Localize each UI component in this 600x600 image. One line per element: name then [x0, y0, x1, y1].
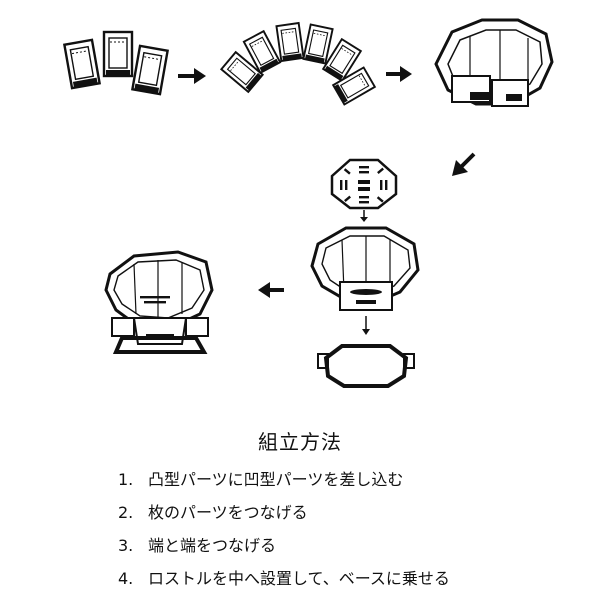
- arrow-down-left-icon: [452, 152, 476, 176]
- final-assembled-stove: [104, 250, 214, 354]
- step-number: 1.: [118, 470, 134, 489]
- step-text: 枚のパーツをつなげる: [148, 503, 308, 522]
- step4-basket: [310, 226, 420, 311]
- step-item: 1. 凸型パーツに凹型パーツを差し込む: [118, 466, 450, 499]
- step-number: 2.: [118, 503, 134, 522]
- step3-closed-ring: [434, 18, 554, 107]
- step-item: 3. 端と端をつなげる: [118, 532, 450, 565]
- step-number: 4.: [118, 569, 134, 588]
- assembly-diagram: [63, 18, 554, 388]
- arrow-left-icon: [258, 282, 284, 298]
- step-number: 3.: [118, 536, 134, 555]
- steps-list: 1. 凸型パーツに凹型パーツを差し込む 2. 枚のパーツをつなげる 3. 端と端…: [118, 466, 450, 598]
- step-text: ロストルを中へ設置して、ベースに乗せる: [148, 569, 450, 588]
- arrow-right-icon: [178, 68, 206, 84]
- step-item: 2. 枚のパーツをつなげる: [118, 499, 450, 532]
- arrow-right-icon: [386, 66, 412, 82]
- assembly-diagram-svg: [63, 18, 554, 388]
- base-stand: [317, 344, 415, 388]
- grate-plate: [330, 158, 398, 210]
- step-text: 端と端をつなげる: [148, 536, 277, 555]
- instructions-section: 組立方法 1. 凸型パーツに凹型パーツを差し込む 2. 枚のパーツをつなげる 3…: [0, 418, 600, 600]
- arrow-down-icon: [360, 210, 368, 222]
- instructions-title: 組立方法: [258, 430, 342, 454]
- step-text: 凸型パーツに凹型パーツを差し込む: [148, 470, 404, 489]
- arrow-down-icon: [362, 316, 370, 335]
- step-item: 4. ロストルを中へ設置して、ベースに乗せる: [118, 565, 450, 598]
- step2-connected-arc: [220, 22, 376, 106]
- step1-loose-panels: [63, 30, 169, 96]
